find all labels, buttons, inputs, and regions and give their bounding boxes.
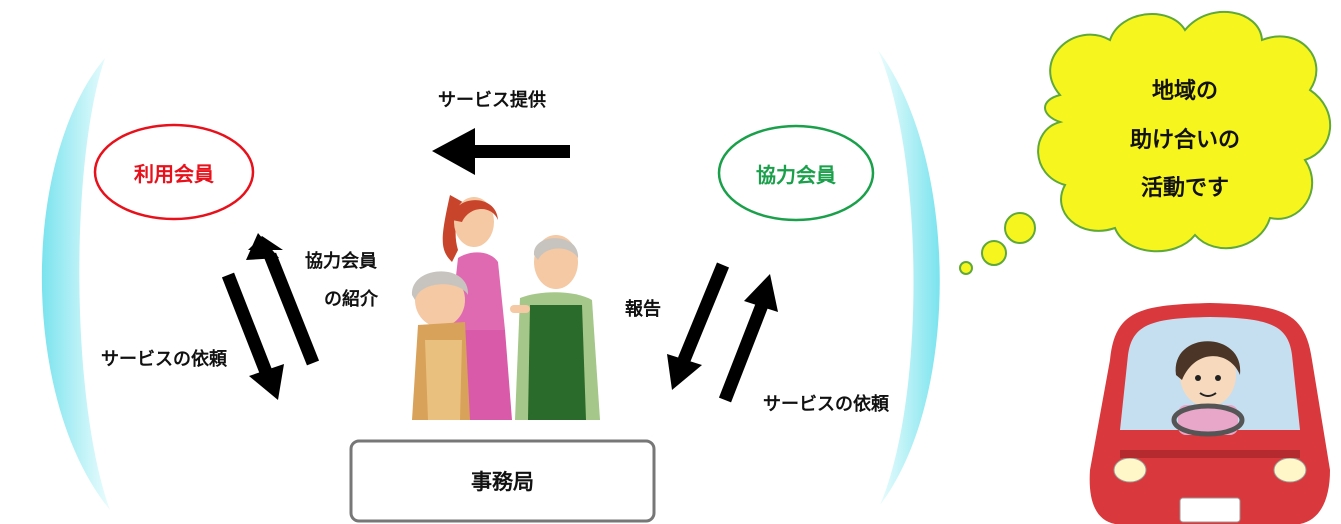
helper-member-label: 協力会員 <box>756 163 836 187</box>
bubble-text-line2: 助け合いの <box>1129 128 1240 153</box>
bubble-text-line3: 活動です <box>1140 176 1229 201</box>
arrow-request-left-down <box>221 272 284 400</box>
office-label: 事務局 <box>471 470 534 494</box>
introduce-label-line1: 協力会員 <box>305 251 377 272</box>
report-label: 報告 <box>625 299 661 320</box>
service-provision-label: サービス提供 <box>438 90 546 111</box>
user-member-oval <box>93 123 255 221</box>
right-bracket <box>878 50 940 505</box>
arrow-service-provision <box>432 128 570 175</box>
office-box <box>349 439 656 523</box>
car-driver-illustration <box>1089 303 1330 524</box>
left-bracket <box>41 58 111 510</box>
arrow-report-down <box>667 262 730 390</box>
elderly-family-illustration <box>411 195 600 420</box>
arrow-request-right-up <box>718 274 778 403</box>
service-request-right-label: サービスの依頼 <box>763 394 889 415</box>
helper-member-oval <box>717 124 875 222</box>
arrow-introduce-up <box>246 233 320 366</box>
user-member-label: 利用会員 <box>134 162 214 186</box>
bubble-text-line1: 地域の <box>1151 79 1218 104</box>
service-request-left-label: サービスの依頼 <box>101 349 227 370</box>
thought-bubble <box>959 11 1332 275</box>
introduce-label-line2: の紹介 <box>324 289 378 310</box>
